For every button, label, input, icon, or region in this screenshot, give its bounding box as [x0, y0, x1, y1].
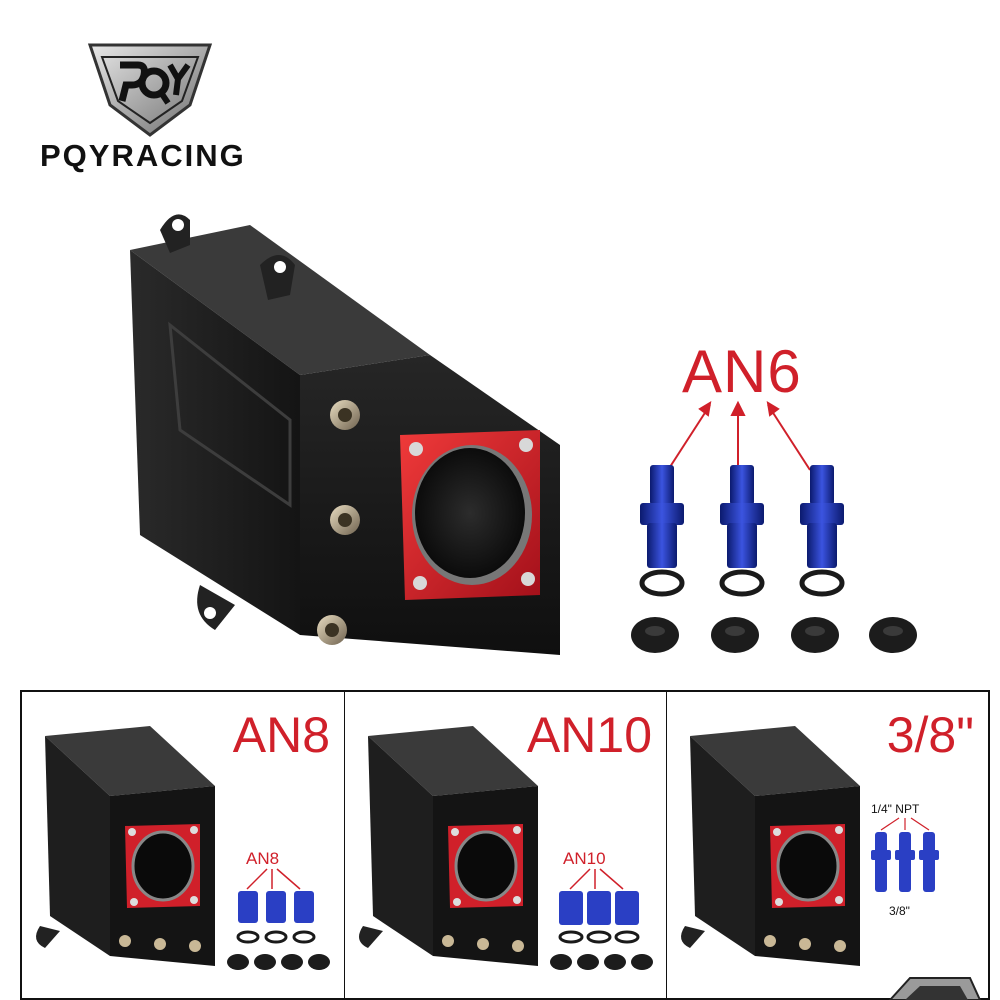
- variant-panel-3-8: 3/8" 1/4" NPT 3/8": [666, 690, 990, 1000]
- surge-tank-thumbnail: [36, 726, 215, 966]
- an10-fitting-kit: [550, 868, 653, 970]
- surge-tank-thumbnail: [681, 726, 860, 966]
- an6-fitting-label: AN6: [682, 338, 802, 405]
- mini-kit-label: AN8: [246, 849, 280, 868]
- pqy-logo-mark: [888, 977, 982, 1000]
- npt-fitting-label: 1/4" NPT: [871, 802, 920, 816]
- brand-name: PQYRACING: [40, 138, 246, 173]
- an8-fitting-kit: [227, 868, 330, 970]
- mini-kit-label: AN10: [563, 849, 606, 868]
- variant-panel-an8: AN8 AN8: [20, 690, 345, 1000]
- barb-size-label: 3/8": [889, 904, 910, 918]
- surge-tank-thumbnail: [359, 726, 538, 966]
- surge-tank-main: [130, 214, 560, 655]
- variant-title: AN8: [232, 707, 330, 763]
- variant-title: 3/8": [886, 707, 974, 763]
- npt-fitting-kit: [871, 817, 939, 892]
- pqy-logo-mark: [87, 43, 213, 137]
- variant-panel-an10: AN10 AN10: [344, 690, 667, 1000]
- variant-title: AN10: [526, 707, 652, 763]
- arrow-icon: [667, 400, 811, 471]
- an6-fitting-kit: [631, 465, 917, 653]
